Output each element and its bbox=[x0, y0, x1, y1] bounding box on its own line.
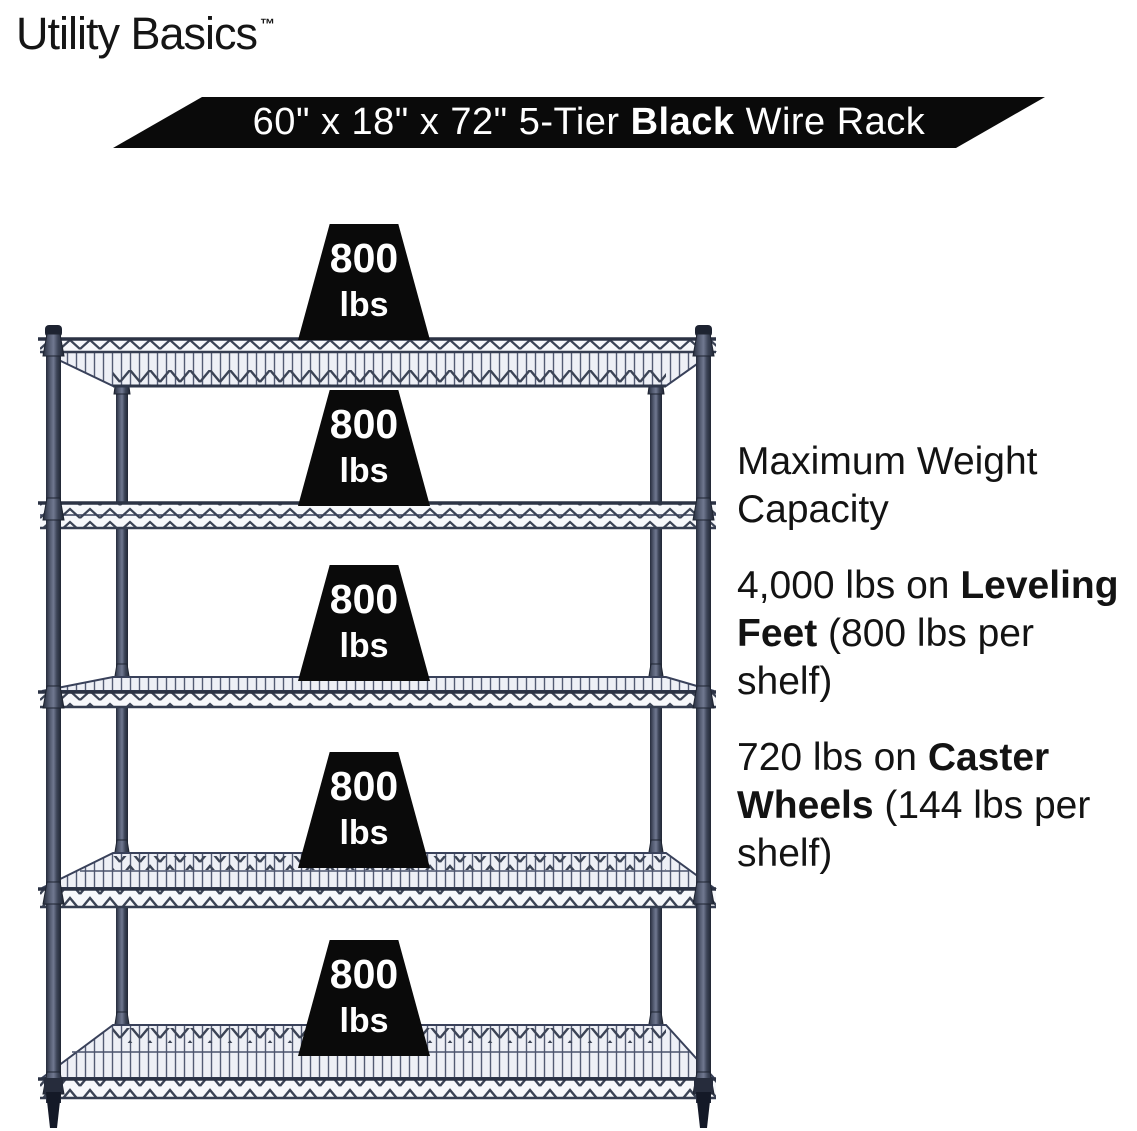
weight-unit: lbs bbox=[339, 452, 389, 491]
weight-value: 800 bbox=[329, 401, 399, 447]
text-segment: shelf) bbox=[737, 660, 833, 703]
heading-line-2: Capacity bbox=[737, 488, 889, 531]
weight-unit: lbs bbox=[339, 627, 389, 666]
weight-value: 800 bbox=[329, 951, 399, 997]
text-segment-bold: Leveling bbox=[960, 564, 1119, 607]
heading-line-1: Maximum Weight bbox=[737, 440, 1038, 483]
rack-shelf-3 bbox=[38, 676, 716, 709]
brand-name: Utility Basics bbox=[16, 8, 258, 59]
title-color-text: Black bbox=[630, 101, 735, 143]
title-dimensions-text: 60" x 18" x 72" 5-Tier bbox=[252, 101, 631, 143]
weight-unit: lbs bbox=[339, 286, 389, 325]
weight-unit: lbs bbox=[339, 814, 389, 853]
rack-leveling-feet bbox=[44, 1078, 713, 1128]
rack-shelf-4 bbox=[38, 852, 718, 909]
rack-shelf-2 bbox=[38, 501, 716, 530]
text-segment-bold: Feet bbox=[737, 612, 818, 655]
text-segment-bold: Wheels bbox=[737, 784, 874, 827]
text-segment: shelf) bbox=[737, 832, 833, 875]
text-segment: (144 lbs per bbox=[873, 784, 1091, 827]
text-segment: 4,000 lbs on bbox=[737, 564, 961, 607]
rack-shelf-1 bbox=[38, 337, 718, 388]
text-segment: (800 lbs per bbox=[817, 612, 1034, 655]
weight-capacity-badge: 800 lbs bbox=[298, 224, 430, 340]
weight-unit: lbs bbox=[339, 1002, 389, 1041]
text-segment-bold: Caster bbox=[927, 736, 1050, 779]
product-title-banner: 60" x 18" x 72" 5-Tier Black Wire Rack bbox=[113, 97, 1045, 148]
weight-value: 800 bbox=[329, 763, 399, 809]
product-title: 60" x 18" x 72" 5-Tier Black Wire Rack bbox=[253, 101, 926, 144]
title-suffix-text: Wire Rack bbox=[734, 101, 926, 143]
weight-value: 800 bbox=[329, 576, 399, 622]
trademark-symbol: ™ bbox=[260, 16, 276, 33]
text-segment: 720 lbs on bbox=[737, 736, 928, 779]
weight-value: 800 bbox=[329, 235, 399, 281]
